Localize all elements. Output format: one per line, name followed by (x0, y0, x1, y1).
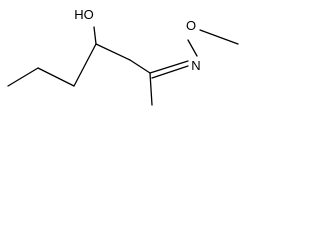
bond-c2-n (149, 60, 189, 74)
ether-oxygen-label: O (186, 18, 196, 33)
imine-nitrogen-label: N (191, 58, 200, 73)
bond-c7-c6 (7, 67, 39, 87)
bond-c3-c2 (129, 59, 151, 74)
bond-c4-c3 (95, 43, 131, 61)
bond-c2-methyl (149, 72, 153, 106)
bond-c2-n-second (151, 65, 189, 79)
structure-diagram: HO N O (7, 7, 239, 106)
hydroxyl-label: HO (74, 7, 94, 22)
bond-c5-c4 (73, 43, 97, 87)
bond-c6-c5 (37, 67, 75, 87)
bond-n-o (187, 39, 198, 57)
bond-o-methyl (199, 29, 239, 45)
bond-c4-oh (93, 26, 97, 45)
